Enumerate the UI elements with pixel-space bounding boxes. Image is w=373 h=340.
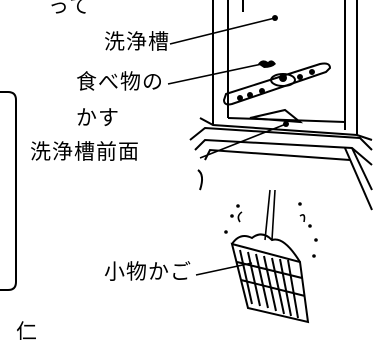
label-food-scraps-line2: かす xyxy=(76,106,120,130)
label-small-items-basket: 小物かご xyxy=(104,260,192,284)
label-wash-tank: 洗浄槽 xyxy=(104,30,170,54)
food-scraps xyxy=(258,60,276,68)
left-bracket-box xyxy=(0,91,17,291)
label-food-scraps-line1: 食べ物の xyxy=(76,70,164,94)
water-stream xyxy=(237,189,306,241)
spray-arm xyxy=(222,62,332,106)
top-text-fragment: って xyxy=(48,0,91,18)
bottom-text-fragment: 仁 xyxy=(16,320,38,340)
filter-area xyxy=(249,108,304,124)
water-droplets xyxy=(224,202,318,258)
label-wash-tank-front: 洗浄槽前面 xyxy=(30,140,140,164)
small-items-basket xyxy=(230,233,310,324)
